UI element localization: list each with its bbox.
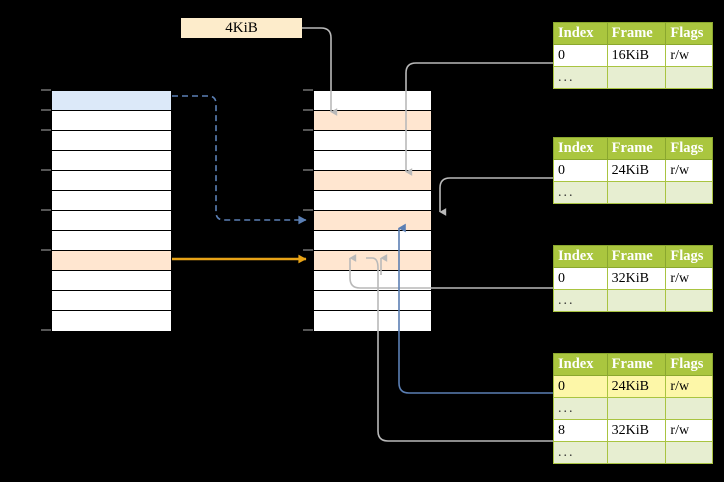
- memory-row: [52, 291, 171, 311]
- column-header-index: Index: [553, 137, 608, 160]
- table-cell: [606, 289, 667, 312]
- table-cell: 24KiB: [606, 375, 667, 398]
- memory-row: [314, 231, 431, 251]
- memory-row: [314, 211, 431, 231]
- column-header-index: Index: [553, 353, 608, 376]
- table-cell: ...: [553, 289, 608, 312]
- table-cell: 8: [553, 419, 608, 442]
- table-cell: [665, 181, 713, 204]
- memory-row: [314, 151, 431, 171]
- virtual-address-space-block: [51, 90, 172, 331]
- column-header-flags: Flags: [665, 22, 713, 45]
- table-row: ...: [553, 397, 713, 420]
- memory-row: [314, 171, 431, 191]
- table-cell: r/w: [665, 419, 713, 442]
- memory-row: [52, 91, 171, 111]
- table-cell: [606, 66, 667, 89]
- table-cell: 16KiB: [606, 44, 667, 67]
- column-header-frame: Frame: [606, 22, 667, 45]
- memory-row: [314, 131, 431, 151]
- column-header-frame: Frame: [606, 137, 667, 160]
- table-cell: [665, 66, 713, 89]
- memory-row: [52, 311, 171, 331]
- column-header-index: Index: [553, 22, 608, 45]
- column-header-flags: Flags: [665, 137, 713, 160]
- table-cell: [606, 397, 667, 420]
- memory-row: [314, 291, 431, 311]
- table-cell: 32KiB: [606, 267, 667, 290]
- memory-row: [52, 171, 171, 191]
- table-row: ...: [553, 66, 713, 89]
- table-cell: 24KiB: [606, 159, 667, 182]
- table-cell: [665, 397, 713, 420]
- table-cell: r/w: [665, 267, 713, 290]
- table-cell: ...: [553, 181, 608, 204]
- middle-block-ticks: [303, 89, 313, 331]
- memory-row: [314, 111, 431, 131]
- connector-level2-frame-to-memory: [439, 177, 553, 216]
- physical-memory-block: [313, 90, 432, 331]
- memory-row: [52, 271, 171, 291]
- memory-row: [52, 111, 171, 131]
- column-header-frame: Frame: [606, 245, 667, 268]
- table-cell: 0: [553, 375, 608, 398]
- table-cell: [665, 289, 713, 312]
- column-header-index: Index: [553, 245, 608, 268]
- table-cell: r/w: [665, 159, 713, 182]
- memory-row: [314, 91, 431, 111]
- size-label-4kib: 4KiB: [181, 18, 302, 38]
- table-cell: 0: [553, 44, 608, 67]
- table-cell: ...: [553, 441, 608, 464]
- table-cell: 32KiB: [606, 419, 667, 442]
- table-cell: 0: [553, 159, 608, 182]
- connector-virtual-to-physical-dashed: [172, 95, 307, 225]
- column-header-flags: Flags: [665, 245, 713, 268]
- table-cell: ...: [553, 66, 608, 89]
- memory-row: [52, 151, 171, 171]
- memory-row: [314, 191, 431, 211]
- memory-row: [52, 191, 171, 211]
- table-cell: [606, 441, 667, 464]
- memory-row: [52, 211, 171, 231]
- memory-row: [314, 311, 431, 331]
- table-cell: r/w: [665, 375, 713, 398]
- memory-row: [52, 251, 171, 271]
- memory-row: [52, 131, 171, 151]
- table-row: ...: [553, 289, 713, 312]
- table-row: ...: [553, 181, 713, 204]
- table-cell: [665, 441, 713, 464]
- left-block-ticks: [41, 89, 51, 331]
- table-cell: r/w: [665, 44, 713, 67]
- column-header-flags: Flags: [665, 353, 713, 376]
- memory-row: [52, 231, 171, 251]
- table-cell: [606, 181, 667, 204]
- table-cell: 0: [553, 267, 608, 290]
- column-header-frame: Frame: [606, 353, 667, 376]
- table-row: ...: [553, 441, 713, 464]
- memory-row: [314, 251, 431, 271]
- memory-row: [314, 271, 431, 291]
- table-cell: ...: [553, 397, 608, 420]
